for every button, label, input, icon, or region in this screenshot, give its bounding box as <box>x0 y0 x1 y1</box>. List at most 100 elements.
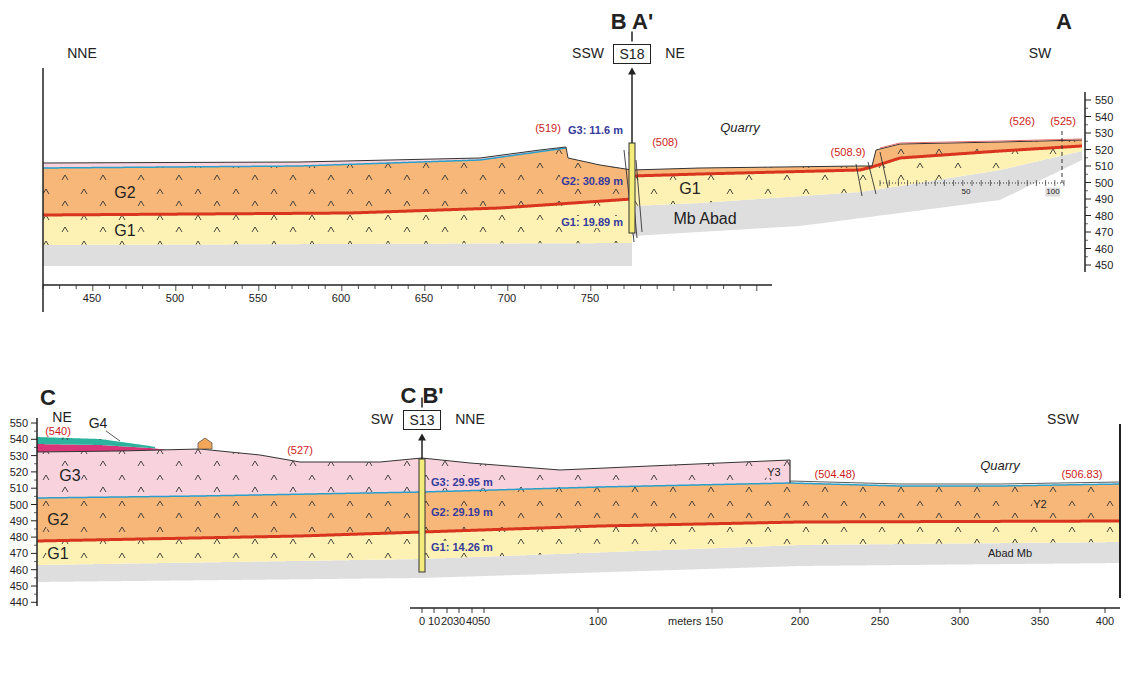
elevation-number: 530 <box>9 450 29 462</box>
quarry-label: Quarry <box>719 121 761 135</box>
scale-tick <box>935 180 936 186</box>
scale-tick <box>926 180 927 186</box>
distance-number: 250 <box>870 615 890 627</box>
axis-tick <box>159 285 160 289</box>
ground-surface <box>37 449 790 470</box>
elevation-point: (526) <box>1008 115 1036 127</box>
unit-label: Abad Mb <box>987 547 1033 559</box>
axis-tick <box>624 285 625 289</box>
axis-tick <box>126 285 127 289</box>
borehole-arrow <box>631 73 633 143</box>
axis-tick <box>458 285 459 289</box>
distance-number: 350 <box>1030 615 1050 627</box>
axis-tick <box>1085 240 1088 241</box>
axis-tick <box>76 285 77 289</box>
distance-number: 400 <box>1095 615 1115 627</box>
distance-number: 750 <box>580 292 600 304</box>
axis-tick <box>1085 232 1091 233</box>
elevation-number: 440 <box>9 596 29 608</box>
g2-g3-contact <box>43 148 566 168</box>
distance-number: 200 <box>790 615 810 627</box>
elevation-number: 490 <box>9 515 29 527</box>
axis-tick <box>391 285 392 289</box>
axis-tick <box>31 553 37 554</box>
axis-tick <box>31 423 37 424</box>
elevation-point: (506.83) <box>1061 468 1104 480</box>
scale-tick <box>953 180 954 186</box>
elevation-number: 510 <box>1094 160 1114 172</box>
direction-label: SSW <box>571 46 605 61</box>
distance-number: 500 <box>165 292 185 304</box>
elevation-point: (519) <box>534 122 562 134</box>
axis-tick <box>43 285 44 289</box>
g2-g3-contact <box>37 483 1120 498</box>
scale-tick <box>1027 180 1028 186</box>
axis-tick <box>308 285 309 289</box>
frame-line <box>1119 424 1121 598</box>
scale-tick <box>916 180 917 186</box>
axis-tick <box>424 285 425 291</box>
axis-tick <box>1040 608 1041 613</box>
borehole-name: S18 <box>620 46 645 62</box>
axis-tick <box>657 285 658 289</box>
axis-tick <box>34 594 37 595</box>
borehole-arrow <box>421 439 423 459</box>
elevation-point: (525) <box>1049 115 1077 127</box>
scale-tick <box>907 180 908 186</box>
axis-tick <box>557 285 558 289</box>
unit-label: G1 <box>678 180 701 198</box>
axis-tick <box>31 537 37 538</box>
unit-g1 <box>632 146 1082 206</box>
elevation-number: 550 <box>9 417 29 429</box>
house-symbol <box>198 438 212 449</box>
elevation-number: 520 <box>9 466 29 478</box>
axis-tick <box>375 285 376 289</box>
unit-label: G3 <box>58 467 81 485</box>
quarry-wall <box>789 460 790 483</box>
axis-tick <box>472 608 473 613</box>
scale-tick <box>1064 180 1065 186</box>
unit-g3-texture <box>37 449 790 498</box>
axis-tick <box>258 285 259 291</box>
axis-tick <box>434 608 435 613</box>
axis-tick <box>1085 256 1088 257</box>
axis-tick <box>524 285 525 289</box>
distance-number: 30 <box>452 615 466 627</box>
distance-number: 50 <box>477 615 491 627</box>
axis-tick <box>1085 108 1088 109</box>
axis-tick <box>34 561 37 562</box>
axis-tick <box>590 285 591 291</box>
elevation-point: (508) <box>651 136 679 148</box>
elevation-number: 540 <box>9 433 29 445</box>
quarry-label: Quarry <box>979 459 1021 473</box>
axis-tick <box>1085 174 1088 175</box>
axis-tick <box>441 285 442 289</box>
reference-line <box>1062 131 1063 183</box>
axis-tick <box>1085 157 1088 158</box>
axis-tick <box>1085 133 1091 134</box>
scale-tick <box>999 180 1000 186</box>
elevation-number: 470 <box>1094 226 1114 238</box>
section-letter: B A' <box>610 10 654 34</box>
axis-tick <box>1085 182 1091 183</box>
axis-tick <box>1085 166 1091 167</box>
leader-line <box>106 431 120 441</box>
axis-tick <box>34 463 37 464</box>
unit-label: G2 <box>46 511 69 529</box>
axis-tick <box>34 577 37 578</box>
unit-label: Mb Abad <box>672 210 737 228</box>
axis-tick <box>34 512 37 513</box>
abad-member <box>43 243 632 266</box>
distance-number: 0 <box>418 615 426 627</box>
borehole-thickness: G3: 11.6 m <box>567 124 624 136</box>
unit-g3 <box>43 147 566 168</box>
axis-tick <box>1085 265 1091 266</box>
surface-tint <box>880 139 1082 148</box>
unit-g4-texture <box>37 437 155 449</box>
scale-number: 50 <box>961 188 972 197</box>
axis-tick <box>31 520 37 521</box>
fault-line <box>868 162 876 194</box>
axis-tick <box>960 608 961 613</box>
